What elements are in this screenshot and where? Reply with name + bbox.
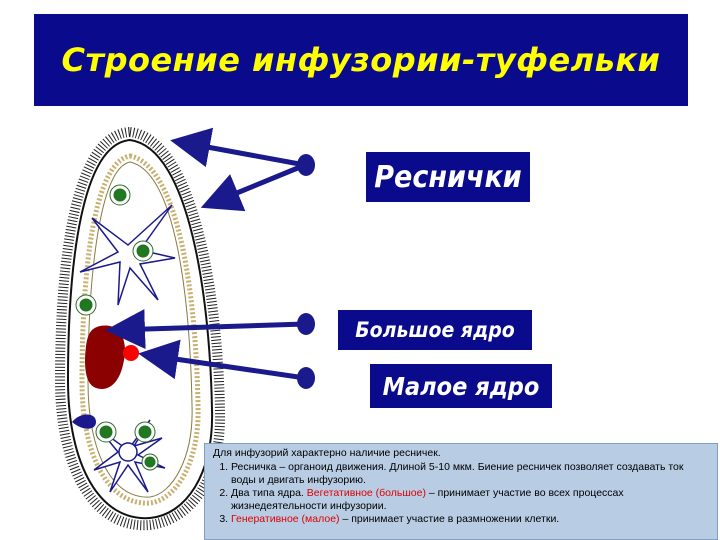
contractile-vacuole-lower [93,419,166,493]
micronucleus [123,345,139,361]
info-item-micronucleus: Генеративное (малое) – принимает участие… [231,513,711,526]
highlight-micronucleus: Генеративное (малое) [231,513,340,525]
info-intro: Для инфузорий характерно наличие ресниче… [213,447,441,459]
cortex-granules [79,153,201,506]
title-banner: Строение инфузории-туфельки [34,14,688,106]
info-item-nuclei: Два типа ядра. Вегетативное (большое) – … [231,487,711,513]
oral-groove [72,414,96,429]
arrow-cilia-bottom [200,162,306,212]
arrow-cilia-top [170,127,306,168]
info-item-cilia: Ресничка – органоид движения. Длиной 5-1… [231,461,711,487]
page-title: Строение инфузории-туфельки [61,41,661,79]
info-list: Ресничка – органоид движения. Длиной 5-1… [213,461,711,526]
cilia-fringe [54,126,226,531]
label-micronucleus: Малое ядро [370,364,552,408]
arrow-micronucleus [138,339,306,381]
pointer-arrows [105,127,306,381]
arrow-anchors [297,154,315,389]
food-vacuoles [75,184,159,471]
label-cilia: Реснички [366,152,530,202]
highlight-macronucleus: Вегетативное (большое) [306,487,426,499]
info-box: Для инфузорий характерно наличие ресниче… [204,443,718,540]
label-macronucleus: Большое ядро [338,310,532,350]
arrow-macronucleus [105,309,306,350]
